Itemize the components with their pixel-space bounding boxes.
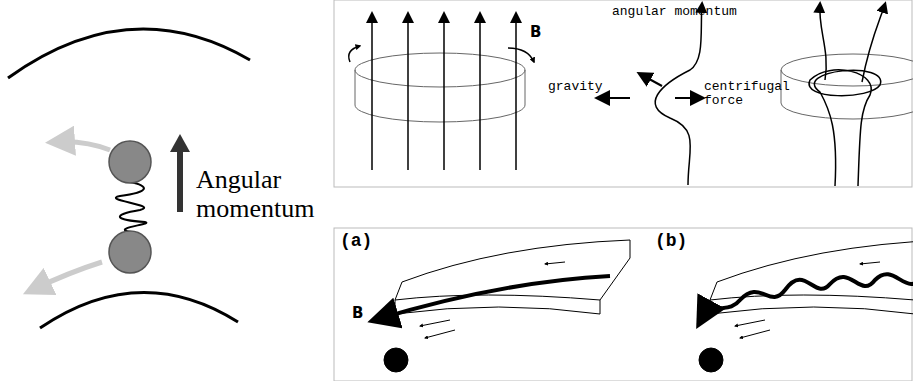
field-label: B <box>530 24 541 41</box>
field-label: B <box>352 305 363 322</box>
axis-label: Angular momentum <box>196 166 346 223</box>
force-label: gravity <box>548 80 603 94</box>
force-label: centrifugal force <box>704 80 804 109</box>
panel-letter: (b) <box>655 232 687 252</box>
panel-letter: (a) <box>340 232 372 252</box>
force-label: angular momentum <box>612 5 737 19</box>
